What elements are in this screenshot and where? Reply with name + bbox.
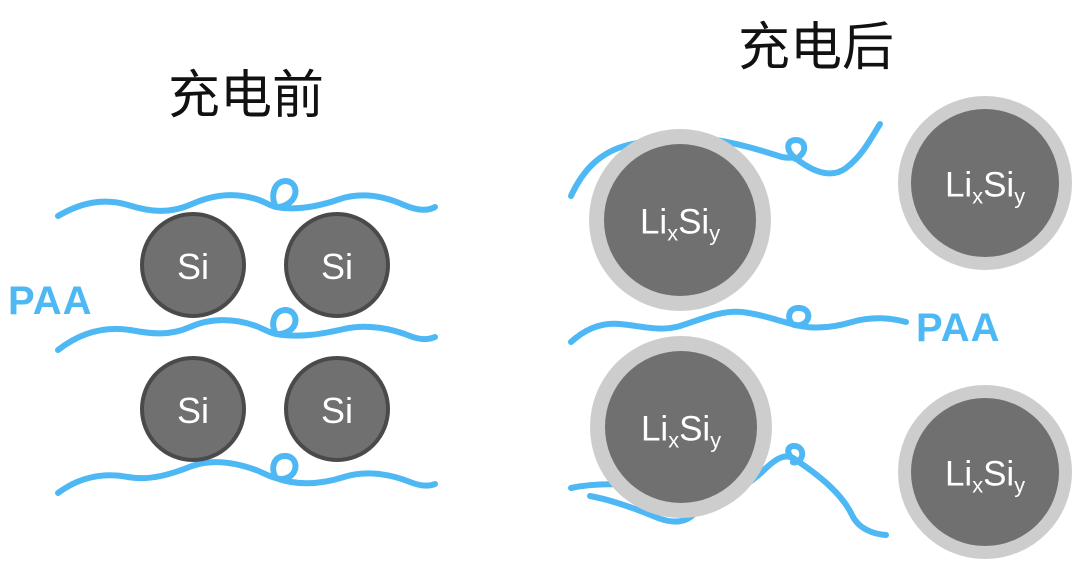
paa-chain-left-top (55, 178, 438, 219)
si-particle (284, 356, 390, 462)
si-particle (140, 356, 246, 462)
si-label: Si (176, 246, 210, 287)
lisi-x: x (972, 183, 984, 209)
lisi-particles (589, 96, 1072, 559)
lisi-y: y (1014, 472, 1026, 498)
lisi-label: LixSiy (944, 454, 1025, 496)
lisi-core (911, 398, 1059, 546)
lisi-label: LixSiy (640, 409, 721, 451)
si-label: Si (176, 390, 210, 431)
lisi-label: LixSiy (639, 202, 720, 244)
si-label: Si (320, 390, 354, 431)
lisi-y: y (1014, 183, 1026, 209)
lisi-x: x (972, 472, 984, 498)
lisi-li: Li (639, 202, 668, 242)
lisi-si: Si (678, 202, 710, 242)
lisi-y: y (709, 220, 721, 246)
lisi-label: LixSiy (944, 165, 1025, 207)
si-particle (140, 212, 246, 318)
paa-label-left: PAA (8, 279, 93, 323)
lisi-x: x (668, 427, 680, 453)
paa-chain-right-middle (568, 304, 909, 345)
paa-chain-right-bottom (587, 493, 697, 525)
title-after-charge: 充电后 (738, 18, 895, 78)
si-particle (284, 212, 390, 318)
paa-chain-left-bottom (55, 453, 438, 496)
lisi-core (911, 109, 1059, 257)
lisi-si: Si (983, 454, 1015, 494)
lisi-core (604, 144, 756, 296)
paa-chain-left-middle (55, 307, 438, 353)
lisi-si: Si (983, 165, 1015, 205)
lisi-si: Si (679, 409, 711, 449)
lisi-li: Li (944, 165, 973, 205)
lisi-li: Li (944, 454, 973, 494)
title-before-charge: 充电前 (168, 66, 325, 126)
si-label: Si (320, 246, 354, 287)
lisi-core (605, 351, 757, 503)
lisi-x: x (667, 220, 679, 246)
paa-label-right: PAA (916, 306, 1001, 350)
si-particles (140, 212, 390, 462)
lisi-y: y (710, 427, 722, 453)
lisi-li: Li (640, 409, 669, 449)
